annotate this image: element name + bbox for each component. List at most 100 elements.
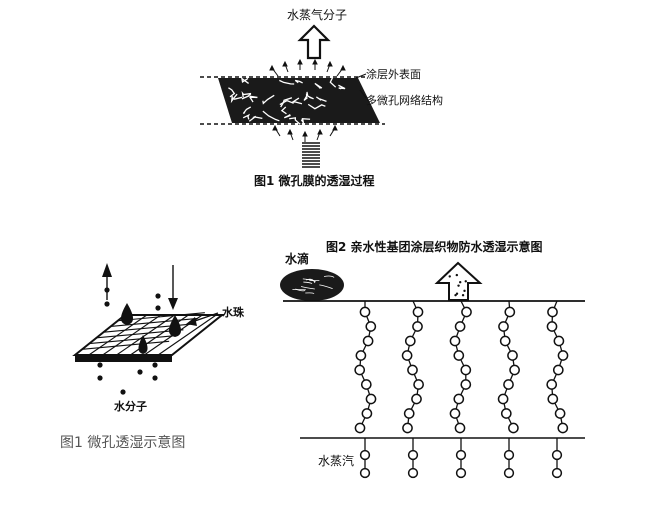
chain-bead [453,350,465,361]
micropore-channel [283,114,291,119]
water-molecule-dot [97,375,103,381]
chain-bead [557,350,569,361]
chain-bead [365,321,377,332]
chain-bead [354,422,366,434]
micropore-channel [230,93,238,104]
mesh-line [110,317,198,327]
micropore-channel [315,96,327,102]
chain-bead [554,408,566,419]
hydrophilic-coating-figure [280,261,585,479]
micropore-channel [300,117,311,124]
water-molecule-dot [104,287,110,293]
arrow-speck [455,292,459,295]
vapor-arrowhead [312,58,318,65]
arrow-speck [459,281,462,284]
hydrophilic-chain [449,300,472,479]
texture-stroke [303,281,313,284]
micropore-channel [280,97,293,108]
water-droplet [168,315,182,337]
chain-bead [361,408,373,419]
vapor-exit-arrow [434,261,483,301]
arrow-speck [461,293,465,297]
chain-bead [509,364,520,376]
micropore-channel [241,77,249,84]
chain-bead [503,449,515,461]
droplet-label: 水珠 [222,306,244,319]
chain-bead [546,379,558,390]
droplet-pointer-arrow [186,312,219,326]
chain-bead [546,321,558,332]
water-molecule-dot [152,375,158,381]
chain-bead [362,335,374,347]
water-molecules [97,287,161,395]
chain-bead [503,467,515,479]
chain-bead [460,364,472,376]
water-molecule-dot [155,293,161,299]
chain-bead [401,350,413,361]
micropore-network [228,73,346,125]
vapor-arrowhead [302,130,308,137]
chain-bead [552,364,564,376]
water-molecule-dot [152,362,158,368]
chain-bead [449,408,461,419]
water-droplet [120,303,134,325]
chain-bead [547,393,559,405]
chain-bead [359,449,371,461]
chain-bead [412,306,424,318]
chain-bead [403,408,415,419]
micropore-leader [359,89,367,99]
chain-bead [498,321,509,332]
water-molecule-dot [97,362,103,368]
vapor-arrowhead [340,64,346,71]
chain-bead [359,467,371,479]
chain-backbone [359,301,372,429]
outer-surface-leader [355,73,367,79]
water-molecule-dot [155,305,161,311]
micropore-channel [262,110,280,122]
vapor-molecule-arrows [269,58,346,142]
chain-bead [407,364,418,376]
arrow-dots [448,273,467,297]
mesh-line [88,314,148,356]
micropore-channel [289,117,301,125]
micropore-channel [242,113,251,120]
chain-bead [455,449,467,461]
texture-stroke [319,284,333,290]
vapor-source-hatch [302,142,320,168]
chain-bead [455,467,467,479]
water-molecule-dot [104,301,110,307]
chain-bead [551,449,563,461]
arrow-speck [457,284,460,287]
chain-bead [497,393,509,405]
chain-bead [407,467,419,479]
chain-bead [404,335,416,347]
up-arrow [102,263,112,300]
chain-bead [413,379,424,390]
hydrophilic-chain [354,301,377,479]
water-droplet [138,335,148,354]
chain-bead [449,335,461,347]
texture-stroke [295,288,306,292]
chain-backbone [502,300,516,429]
micropore-channel [242,106,252,115]
chain-bead [557,422,569,434]
hydrophilic-chain [497,300,520,479]
vapor-arrowhead [282,60,288,67]
chain-bead [355,350,367,361]
micropore-channel [314,82,323,89]
water-molecule-dot [120,389,126,395]
vapor-molecule-label: 水蒸气分子 [287,8,348,22]
vapor-arrowhead [327,60,333,67]
micropore-channel [228,87,236,98]
texture-stroke [323,275,335,278]
chain-bead [453,393,465,405]
chain-bead [503,379,514,390]
chain-bead [500,408,512,419]
micropore-membrane-figure [200,24,385,168]
micropore-channel [306,91,314,100]
vapor-arrowhead [269,64,275,71]
down-arrow [168,265,178,310]
chain-bead [354,364,366,376]
micropore-schematic-figure [72,263,225,395]
